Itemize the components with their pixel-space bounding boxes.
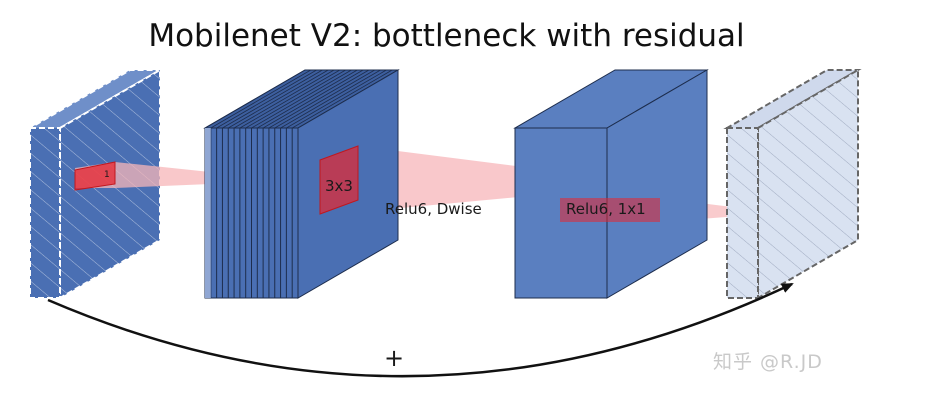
slice-top-edge bbox=[233, 69, 335, 129]
output-tensor bbox=[723, 68, 862, 300]
pointwise-label: Relu6, 1x1 bbox=[566, 200, 646, 218]
input-slice-label: 1 bbox=[104, 170, 110, 180]
slice-top-edge bbox=[239, 69, 341, 129]
slice-top-edge bbox=[268, 69, 370, 129]
diagram-title: Mobilenet V2: bottleneck with residual bbox=[148, 18, 745, 54]
middle-tensor bbox=[513, 69, 709, 299]
input-kernel-slice bbox=[74, 161, 116, 191]
slice-top-edge bbox=[251, 69, 352, 129]
residual-connection-arrow bbox=[47, 282, 794, 378]
expanded-tensor-edge-slice bbox=[205, 128, 211, 298]
slice-top-edge bbox=[280, 69, 381, 129]
slice-top-edge bbox=[257, 69, 358, 129]
expanded-tensor bbox=[203, 69, 400, 299]
watermark: 知乎 @R.JD bbox=[713, 351, 823, 373]
expanded-tensor-slices bbox=[204, 127, 299, 299]
slice-top-edge bbox=[262, 69, 364, 129]
beam-depthwise bbox=[320, 146, 658, 214]
slice-top-edge bbox=[274, 69, 375, 129]
pointwise-projection bbox=[560, 198, 660, 222]
slice-top-edge bbox=[210, 69, 312, 129]
slice-top-edge bbox=[204, 69, 306, 129]
slice-top-edge bbox=[245, 69, 346, 129]
residual-plus-label: + bbox=[384, 344, 405, 372]
kernel-size-label: 3x3 bbox=[325, 177, 353, 195]
depthwise-kernel bbox=[319, 145, 359, 215]
depthwise-label: Relu6, Dwise bbox=[385, 200, 482, 218]
slice-top-edge bbox=[228, 69, 329, 129]
slice-top-edge bbox=[291, 69, 393, 129]
slice-top-edge bbox=[222, 69, 323, 129]
slice-top-edge bbox=[216, 69, 317, 129]
slice-top-edge bbox=[286, 69, 387, 129]
